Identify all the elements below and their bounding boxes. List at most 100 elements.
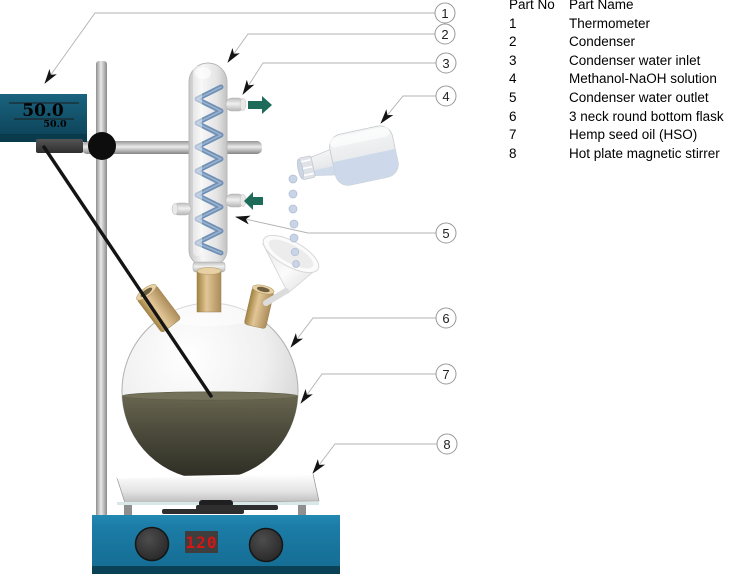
funnel-rim-inner [268, 239, 314, 269]
legend-row: 2 Condenser [505, 33, 747, 52]
legend-name: Thermometer [569, 15, 651, 31]
glass-sheen [193, 66, 202, 256]
callout-7: 7 [435, 363, 457, 385]
legend-row: 5 Condenser water outlet [505, 89, 747, 108]
flask-liquid [122, 396, 298, 480]
pouring-droplets [288, 174, 300, 268]
callout-leaders [44, 12, 437, 474]
legend-name: 3 neck round bottom flask [569, 108, 724, 124]
thread-line [302, 165, 313, 170]
condenser [171, 62, 247, 273]
callout-6-circle [435, 307, 457, 329]
leader-8 [312, 443, 437, 474]
bottle-liquid [332, 148, 399, 186]
legend-name: Methanol-NaOH solution [569, 71, 717, 87]
condenser-coil-highlight [196, 86, 222, 254]
leader-2 [227, 33, 435, 63]
callout-4-number: 4 [442, 89, 449, 104]
legend-no: 7 [509, 127, 517, 143]
droplet [289, 219, 299, 229]
inlet-arm-cap [239, 98, 247, 111]
callout-6: 6 [435, 307, 457, 329]
clamp-knob [88, 132, 116, 160]
callout-3-circle [435, 52, 457, 74]
thermometer-display: 50.0 50.0 [0, 94, 87, 153]
legend-no: 5 [509, 89, 517, 105]
thermometer-reading: 50.0 [22, 101, 64, 121]
callout-6-number: 6 [442, 311, 449, 326]
legend-name: Condenser water outlet [569, 89, 709, 105]
droplet [288, 174, 298, 184]
legend-row: 4 Methanol-NaOH solution [505, 70, 747, 89]
callout-2-circle [434, 23, 456, 45]
thermometer-probe [42, 145, 213, 398]
display-base-strip [0, 134, 87, 142]
hot-plate-stirrer: 120 [92, 473, 340, 574]
leader-7 [300, 373, 436, 404]
legend-no: 8 [509, 145, 517, 161]
callout-5-circle [435, 222, 457, 244]
stand-pole [96, 61, 107, 517]
bottle-mouth [296, 159, 304, 180]
stirrer-temperature-display: 120 [186, 533, 218, 552]
flask-right-neck [244, 284, 275, 329]
parts-legend: Part No Part Name 1 Thermometer 2 Conden… [505, 0, 747, 163]
callout-3: 3 [435, 52, 457, 74]
callout-8-circle [436, 433, 458, 455]
legend-row: 7 Hemp seed oil (HSO) [505, 126, 747, 145]
legend-row: 8 Hot plate magnetic stirrer [505, 145, 747, 164]
legend-row: 3 Condenser water inlet [505, 52, 747, 71]
reagent-bottle [296, 125, 399, 186]
droplet [290, 247, 300, 257]
callout-1-circle [434, 2, 456, 24]
droplet [288, 204, 298, 214]
stirrer-body-base [92, 566, 340, 574]
thread-line [300, 158, 311, 163]
legend-no: 4 [509, 71, 517, 87]
hot-plate-tray [116, 473, 320, 504]
outlet-flow-arrow-icon [244, 192, 263, 210]
legend-header-no: Part No [509, 0, 555, 12]
stir-bar [162, 509, 244, 514]
droplet [289, 233, 299, 243]
stub-arm-cap [171, 203, 179, 215]
legend-header-name: Part Name [569, 0, 634, 12]
tray-edge-highlight [116, 473, 314, 479]
center-neck-joint [196, 270, 222, 313]
bottle-neck-liquid [311, 166, 336, 176]
legend-name: Hot plate magnetic stirrer [569, 145, 720, 161]
funnel-rim [262, 234, 320, 274]
legend-no: 6 [509, 108, 517, 124]
center-neck-rim [196, 267, 222, 275]
droplet [292, 260, 300, 268]
dome-highlight [195, 67, 211, 79]
leader-5 [235, 215, 436, 234]
inlet-flow-arrow-icon [248, 96, 272, 114]
tray-leg-right [298, 505, 306, 517]
callout-1-number: 1 [441, 6, 448, 21]
stir-bar [196, 505, 278, 510]
leader-1 [44, 12, 435, 84]
callout-3-number: 3 [442, 56, 449, 71]
legend-no: 1 [509, 15, 517, 31]
round-bottom-flask [121, 300, 299, 480]
callout-circles: 1 2 3 4 5 6 7 [434, 2, 458, 455]
legend-name: Hemp seed oil (HSO) [569, 127, 698, 143]
flask-center-neck [196, 267, 222, 313]
callout-4-circle [435, 85, 457, 107]
flask-left-neck [136, 284, 181, 333]
bottle-highlight [329, 126, 390, 148]
heat-control-knob [134, 526, 170, 562]
callout-8: 8 [436, 433, 458, 455]
funnel [262, 234, 320, 306]
legend-row: 6 3 neck round bottom flask [505, 108, 747, 127]
callout-8-number: 8 [443, 437, 450, 452]
callout-1: 1 [434, 2, 456, 24]
tray-leg-left [124, 505, 132, 517]
leader-6 [290, 317, 436, 348]
funnel-stem [263, 288, 289, 306]
flask-shoulder-highlight [154, 300, 264, 326]
legend-name: Condenser [569, 34, 636, 50]
